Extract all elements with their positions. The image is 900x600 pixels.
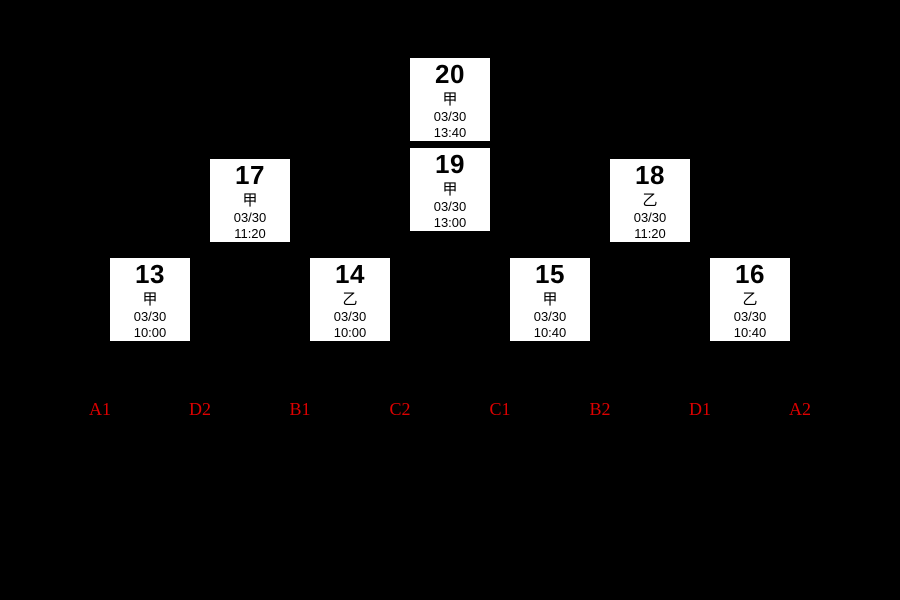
match-date: 03/30: [533, 309, 567, 324]
match-group-label: 甲: [242, 192, 258, 209]
seed-label: C2: [389, 399, 411, 419]
match-number: 15: [535, 259, 565, 289]
match-group-label: 甲: [442, 91, 458, 108]
match-group-label: 乙: [742, 291, 758, 308]
match-time: 10:00: [333, 325, 367, 340]
match-group-label: 乙: [342, 291, 358, 308]
match-number: 16: [735, 259, 765, 289]
match-time: 11:20: [234, 226, 266, 241]
match-number: 18: [635, 160, 665, 190]
match-box[interactable]: 16 乙 03/30 10:40: [710, 258, 790, 341]
match-number: 17: [235, 160, 265, 190]
match-number: 19: [435, 149, 465, 179]
match-time: 11:20: [634, 226, 666, 241]
match-box[interactable]: 13 甲 03/30 10:00: [110, 258, 190, 341]
match-time: 10:40: [533, 325, 567, 340]
seed-label: C1: [489, 399, 511, 419]
match-box[interactable]: 19 甲 03/30 13:00: [410, 148, 490, 231]
seed-label: D1: [689, 399, 711, 419]
seed-label: B1: [289, 399, 311, 419]
match-number: 20: [435, 59, 465, 89]
match-time: 10:40: [733, 325, 767, 340]
seed-label: D2: [189, 399, 211, 419]
match-group-label: 甲: [542, 291, 558, 308]
match-date: 03/30: [633, 210, 667, 225]
seed-label: B2: [589, 399, 611, 419]
match-date: 03/30: [733, 309, 767, 324]
match-number: 14: [335, 259, 365, 289]
match-box[interactable]: 18 乙 03/30 11:20: [610, 159, 690, 242]
match-date: 03/30: [333, 309, 367, 324]
match-number: 13: [135, 259, 165, 289]
seed-label: A2: [789, 399, 811, 419]
match-time: 10:00: [133, 325, 167, 340]
match-group-label: 乙: [642, 192, 658, 209]
match-time: 13:00: [433, 215, 467, 230]
match-box[interactable]: 15 甲 03/30 10:40: [510, 258, 590, 341]
match-box[interactable]: 14 乙 03/30 10:00: [310, 258, 390, 341]
match-group-label: 甲: [442, 181, 458, 198]
seed-label: A1: [89, 399, 111, 419]
match-box[interactable]: 17 甲 03/30 11:20: [210, 159, 290, 242]
match-date: 03/30: [433, 199, 467, 214]
match-date: 03/30: [233, 210, 267, 225]
match-group-label: 甲: [142, 291, 158, 308]
match-time: 13:40: [433, 125, 467, 140]
match-date: 03/30: [133, 309, 167, 324]
match-date: 03/30: [433, 109, 467, 124]
match-box[interactable]: 20 甲 03/30 13:40: [410, 58, 490, 141]
